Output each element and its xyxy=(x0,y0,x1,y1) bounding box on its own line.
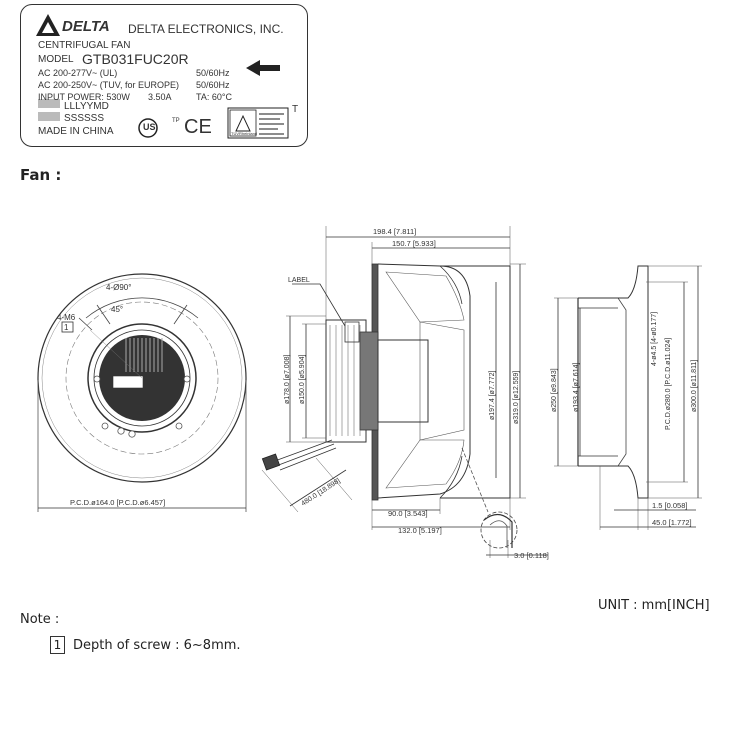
front-holes-label: 4-Ø90° xyxy=(106,283,131,292)
front-screws-label: 4-M6 xyxy=(57,313,76,322)
brand-name: DELTA xyxy=(62,18,110,35)
side-view xyxy=(261,226,548,558)
body-length-dim: 150.7 [5.933] xyxy=(392,239,436,248)
front-note-ref: 1 xyxy=(64,323,69,332)
label-graphics xyxy=(36,14,289,139)
front-label-plate xyxy=(112,375,144,389)
lip-3-dim: 3.0 [0.118] xyxy=(514,551,549,560)
dia-319-dim: ø319.0 [ø12.559] xyxy=(513,371,520,424)
ce-mark: CE xyxy=(184,116,212,138)
model-number: GTB031FUC20R xyxy=(82,51,189,67)
side-label-tag: LABEL xyxy=(288,277,310,284)
tuv-mark-icon xyxy=(227,107,289,139)
side-label-box xyxy=(344,321,360,343)
note-title: Note : xyxy=(20,612,60,627)
depth-90-dim: 90.0 [3.543] xyxy=(388,509,428,518)
rating-line-2-freq: 50/60Hz xyxy=(196,80,230,90)
dia-197-dim: ø197.4 [ø7.772] xyxy=(489,371,496,420)
right-pcd-dim: P.C.D.ø280.0 [P.C.D.ø11.024] xyxy=(665,338,672,430)
date-code: LLLYYMD xyxy=(64,101,109,112)
ambient-temp: TA: 60°C xyxy=(196,92,232,102)
origin: MADE IN CHINA xyxy=(38,126,114,137)
tp-mark: TP xyxy=(172,118,180,124)
rating-line-1-freq: 50/60Hz xyxy=(196,68,230,78)
rating-line-1: AC 200-277V~ (UL) xyxy=(38,68,118,78)
dia-150-dim: ø150.0 [ø5.904] xyxy=(299,355,306,404)
product-type: CENTRIFUGAL FAN xyxy=(38,40,131,51)
t-mark: T xyxy=(292,104,299,115)
right-view xyxy=(554,265,702,530)
technical-drawing: 4-Ø90° 45° 4-M6 1 P.C.D.ø164.0 [P.C.D.ø6… xyxy=(37,226,702,560)
airflow-arrow-icon xyxy=(246,60,280,76)
model-label: MODEL xyxy=(38,54,74,65)
unit-label: UNIT : mm[INCH] xyxy=(598,598,710,613)
dia-300-dim: ø300.0 [ø11.811] xyxy=(691,360,698,412)
dia-178-dim: ø178.0 [ø7.008] xyxy=(284,355,291,404)
lip-1-5-dim: 1.5 [0.058] xyxy=(652,501,687,510)
ul-mark-text: US xyxy=(143,122,156,132)
front-view xyxy=(37,273,247,512)
dia-193-dim: ø193.4 [ø7.614] xyxy=(573,363,580,412)
datecode-pattern xyxy=(38,99,60,121)
note-text: Depth of screw : 6~8mm. xyxy=(73,638,241,653)
overall-length-dim: 198.4 [7.811] xyxy=(373,227,416,236)
input-current: 3.50A xyxy=(148,92,172,102)
note-number: 1 xyxy=(50,636,65,654)
cable-length-dim: 480.0 [18.898] xyxy=(300,477,341,507)
dia-250-dim: ø250 [ø9.843] xyxy=(551,368,558,412)
note-item: 1 Depth of screw : 6~8mm. xyxy=(50,636,241,654)
rating-line-2: AC 200-250V~ (TUV, for EUROPE) xyxy=(38,80,179,90)
front-pcd-label: P.C.D.ø164.0 [P.C.D.ø6.457] xyxy=(70,498,165,507)
tuv-mark-text: TÜVRheinland xyxy=(231,131,258,136)
ul-mark-icon xyxy=(138,118,158,138)
right-holes-dim: 4-ø4.5 [4-ø0.177] xyxy=(651,312,658,366)
serial-code: SSSSSS xyxy=(64,113,105,124)
front-angle-label: 45° xyxy=(111,305,123,314)
depth-45-dim: 45.0 [1.772] xyxy=(652,518,692,527)
input-power: INPUT POWER: 530W xyxy=(38,92,130,102)
depth-132-dim: 132.0 [5.197] xyxy=(398,526,442,535)
section-title: Fan : xyxy=(20,166,62,184)
product-label xyxy=(20,4,308,147)
company-name: DELTA ELECTRONICS, INC. xyxy=(128,22,284,36)
